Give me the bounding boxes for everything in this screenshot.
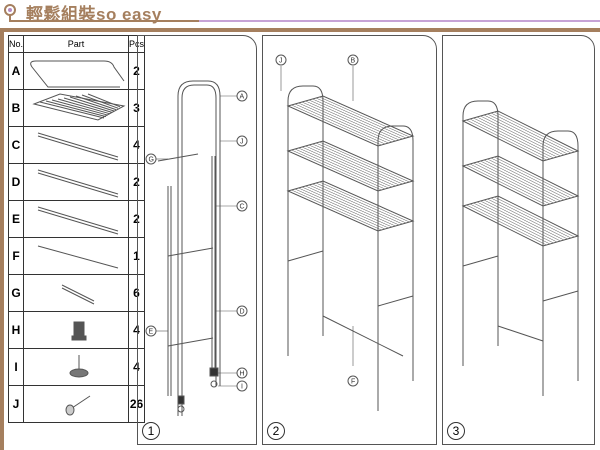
- table-row: E 2: [7, 200, 146, 238]
- step-1-panel: A J G C E D H I 1: [137, 35, 257, 445]
- label-C: C: [240, 204, 245, 211]
- cross-bar-icon: [37, 245, 119, 269]
- step-3-diagram: [461, 100, 580, 396]
- part-image: [23, 52, 130, 90]
- leveling-foot-icon: [69, 355, 89, 378]
- part-no: A: [7, 52, 25, 90]
- part-image: [23, 89, 130, 127]
- label-B: B: [351, 58, 356, 65]
- wire-shelf: [461, 155, 580, 207]
- part-no: B: [7, 89, 25, 127]
- table-row: A 2: [7, 52, 146, 90]
- content-frame: [0, 28, 600, 450]
- step-2-panel: J B F 2: [262, 35, 437, 445]
- header-decoration: [9, 15, 11, 21]
- part-image: [23, 274, 130, 312]
- wire-shelf: [461, 195, 580, 247]
- col-no: No.: [7, 35, 25, 53]
- wire-shelf-icon: [32, 93, 126, 121]
- label-F: F: [351, 379, 355, 386]
- part-no: J: [7, 385, 25, 423]
- foot-cap-icon: [71, 321, 87, 341]
- part-pcs: 2: [128, 200, 146, 238]
- header-divider: [9, 20, 199, 22]
- part-image: [23, 311, 130, 349]
- table-row: C 4: [7, 126, 146, 164]
- step-number: 2: [267, 422, 285, 440]
- part-pcs: 4: [128, 311, 146, 349]
- part-image: [23, 348, 130, 386]
- screw-icon: [65, 395, 91, 416]
- short-rod-icon: [61, 284, 95, 305]
- label-A: A: [240, 94, 245, 101]
- wire-shelf: [286, 180, 415, 232]
- step-number: 3: [447, 422, 465, 440]
- part-no: F: [7, 237, 25, 275]
- label-J: J: [240, 139, 244, 146]
- part-pcs: 1: [128, 237, 146, 275]
- part-no: E: [7, 200, 25, 238]
- step-2-diagram: J B F: [275, 54, 415, 411]
- label-E: E: [149, 329, 154, 336]
- part-no: C: [7, 126, 25, 164]
- part-no: G: [7, 274, 25, 312]
- label-H: H: [240, 371, 245, 378]
- part-image: [23, 126, 130, 164]
- table-row: B 3: [7, 89, 146, 127]
- wire-shelf: [461, 110, 580, 162]
- table-row: G 6: [7, 274, 146, 312]
- part-image: [23, 200, 130, 238]
- step-1-diagram: A J G C E D H I: [145, 80, 248, 416]
- header-divider-accent: [199, 20, 600, 22]
- part-image: [23, 385, 130, 423]
- table-row: H 4: [7, 311, 146, 349]
- part-pcs: 3: [128, 89, 146, 127]
- part-no: D: [7, 163, 25, 201]
- step-number: 1: [142, 422, 160, 440]
- part-image: [23, 163, 130, 201]
- label-I: I: [241, 384, 243, 391]
- long-tube-icon: [37, 206, 119, 235]
- part-no: H: [7, 311, 25, 349]
- page-title: 輕鬆組裝so easy: [26, 5, 162, 24]
- part-pcs: 26: [128, 385, 146, 423]
- long-tube-icon: [37, 169, 119, 198]
- label-G: G: [149, 157, 154, 164]
- table-row: J 26: [7, 385, 146, 423]
- wire-shelf: [286, 140, 415, 192]
- label-D: D: [240, 309, 245, 316]
- long-tube-icon: [37, 132, 119, 161]
- col-part: Part: [23, 35, 130, 53]
- part-image: [23, 237, 130, 275]
- table-row: I 4: [7, 348, 146, 386]
- u-frame-icon: [30, 60, 125, 88]
- wire-shelf: [286, 95, 415, 147]
- table-row: D 2: [7, 163, 146, 201]
- table-row: F 1: [7, 237, 146, 275]
- label-J: J: [279, 58, 283, 65]
- step-3-panel: 3: [442, 35, 595, 445]
- part-no: I: [7, 348, 25, 386]
